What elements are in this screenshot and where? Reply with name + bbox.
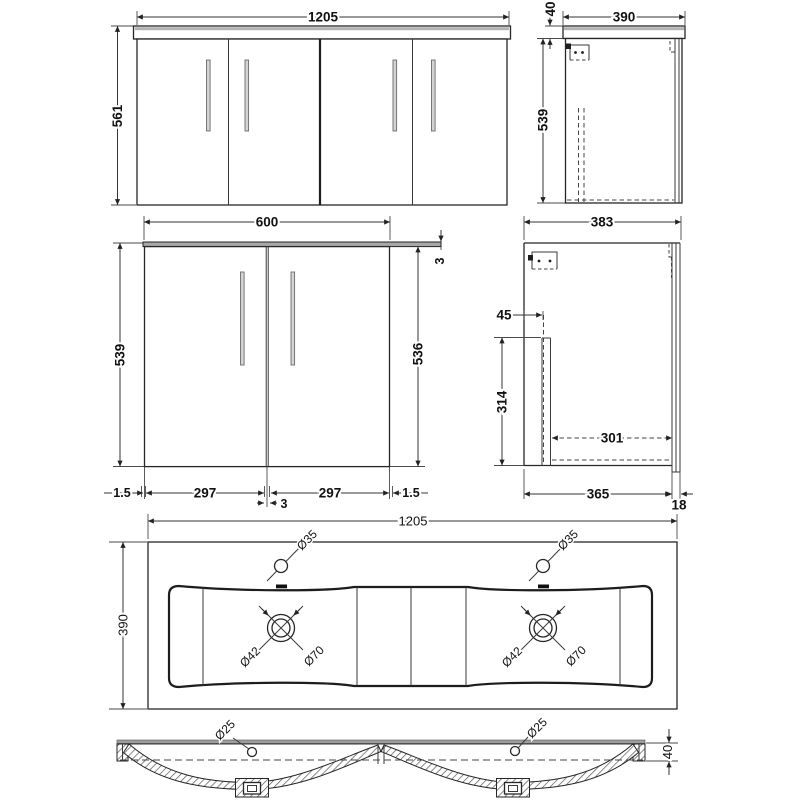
dim-door-height-536: 536 (411, 342, 426, 365)
overflow-hole-right (509, 745, 521, 757)
waste-arrow (261, 608, 269, 616)
bracket-screw (537, 259, 541, 263)
dim-gap-right: 1.5 (402, 486, 419, 500)
dim-interior-height-314: 314 (495, 390, 510, 413)
waste-arrow (293, 608, 301, 616)
countertop-edge-shading (135, 27, 509, 31)
bowl-edge-lines (202, 587, 621, 686)
dim-door-right-297: 297 (319, 486, 342, 501)
basin-section-view: Ø25 Ø25 40 (116, 713, 678, 798)
waste-hole-outer-right (528, 613, 558, 643)
dim-back-panel-18: 18 (671, 498, 687, 513)
door-handle (290, 271, 296, 366)
bracket-hook (566, 43, 571, 49)
side-view-full-unit: 40 390 539 (534, 0, 686, 204)
door-handle (431, 59, 436, 132)
bracket-screw (548, 259, 552, 263)
cabinet-body (143, 245, 391, 468)
door-handle (244, 59, 250, 132)
waste-outlet-right-hole (508, 785, 518, 792)
waste-arrow (523, 608, 531, 616)
dim-base-depth-365: 365 (587, 487, 610, 502)
cabinet-side (564, 37, 683, 204)
door-handle (240, 271, 245, 366)
dim-front-inset-45: 45 (496, 308, 512, 323)
waste-outlet-right-body (503, 781, 523, 795)
dim-height-561: 561 (110, 104, 125, 127)
waste-hole-outer-left (266, 613, 296, 643)
basin-outline (167, 584, 654, 689)
dim-height-539: 539 (536, 109, 551, 132)
front-view-600-unit: 600 539 536 3 1.5 297 3 297 1.5 (104, 213, 449, 513)
dim-interior-depth-301: 301 (601, 431, 624, 446)
countertop-slab (142, 241, 442, 248)
tap-hole-right (535, 558, 551, 574)
overflow-slot (276, 584, 287, 589)
back-panel-lines (671, 243, 681, 473)
back-rail-hidden-line (668, 244, 674, 278)
dim-door-left-297: 297 (194, 486, 217, 501)
dim-width-1205: 1205 (399, 514, 428, 529)
wall-bracket (569, 44, 590, 60)
door-handle (392, 59, 398, 132)
door-center-gap (265, 246, 269, 467)
basin-top-surface (116, 739, 646, 744)
basin-plan-view: 1205 390 Ø35 Ø35 Ø42 Ø70 Ø42 Ø70 (109, 512, 678, 710)
dim-counter-3: 3 (433, 257, 447, 264)
dim-height-539: 539 (113, 344, 128, 367)
waste-arrow (555, 608, 563, 616)
dim-gap-left: 1.5 (113, 486, 130, 500)
dim-width-1205: 1205 (308, 10, 339, 25)
hidden-interior-lines (567, 108, 674, 202)
dim-counter-40: 40 (543, 1, 558, 16)
extension-lines (113, 216, 442, 507)
cabinet-body (136, 38, 508, 206)
countertop-outline (147, 541, 678, 710)
waste-hole-inner-right (533, 618, 553, 638)
extension-lines (646, 742, 678, 762)
waste-hole-inner-left (271, 618, 291, 638)
tap-hole-left (273, 558, 289, 574)
dim-depth-383: 383 (591, 215, 614, 230)
bracket-screw (581, 51, 584, 54)
bowl-wall-right (380, 743, 640, 791)
center-ridge-lines (377, 744, 385, 764)
door-handle (206, 59, 211, 132)
back-panel-lines (674, 38, 680, 203)
overflow-leaders (232, 736, 529, 750)
extension-lines (109, 514, 678, 710)
dim-center-gap-3: 3 (281, 497, 288, 511)
interior-partition (541, 337, 551, 466)
bracket-hook (528, 255, 533, 261)
side-section-view: 383 45 314 301 365 18 (493, 213, 693, 515)
waste-leader-cross (258, 605, 566, 651)
bracket-screw (574, 51, 577, 54)
overflow-hole-left (246, 746, 258, 758)
dim-width-600: 600 (256, 215, 279, 230)
countertop-edge-shading (564, 27, 684, 31)
overflow-slot (538, 584, 549, 589)
back-rail-hidden-line (669, 41, 676, 64)
waste-outlet-left-hole (247, 785, 257, 792)
door-gaps (228, 39, 413, 205)
cabinet-outline (523, 242, 680, 467)
dim-rim-height-40: 40 (660, 745, 675, 759)
front-view-full-unit: 1205 561 (108, 8, 512, 206)
dim-depth-390: 390 (613, 10, 636, 25)
dim-depth-390: 390 (116, 614, 131, 636)
waste-outlet-left-body (242, 781, 262, 795)
wall-bracket (531, 251, 558, 269)
